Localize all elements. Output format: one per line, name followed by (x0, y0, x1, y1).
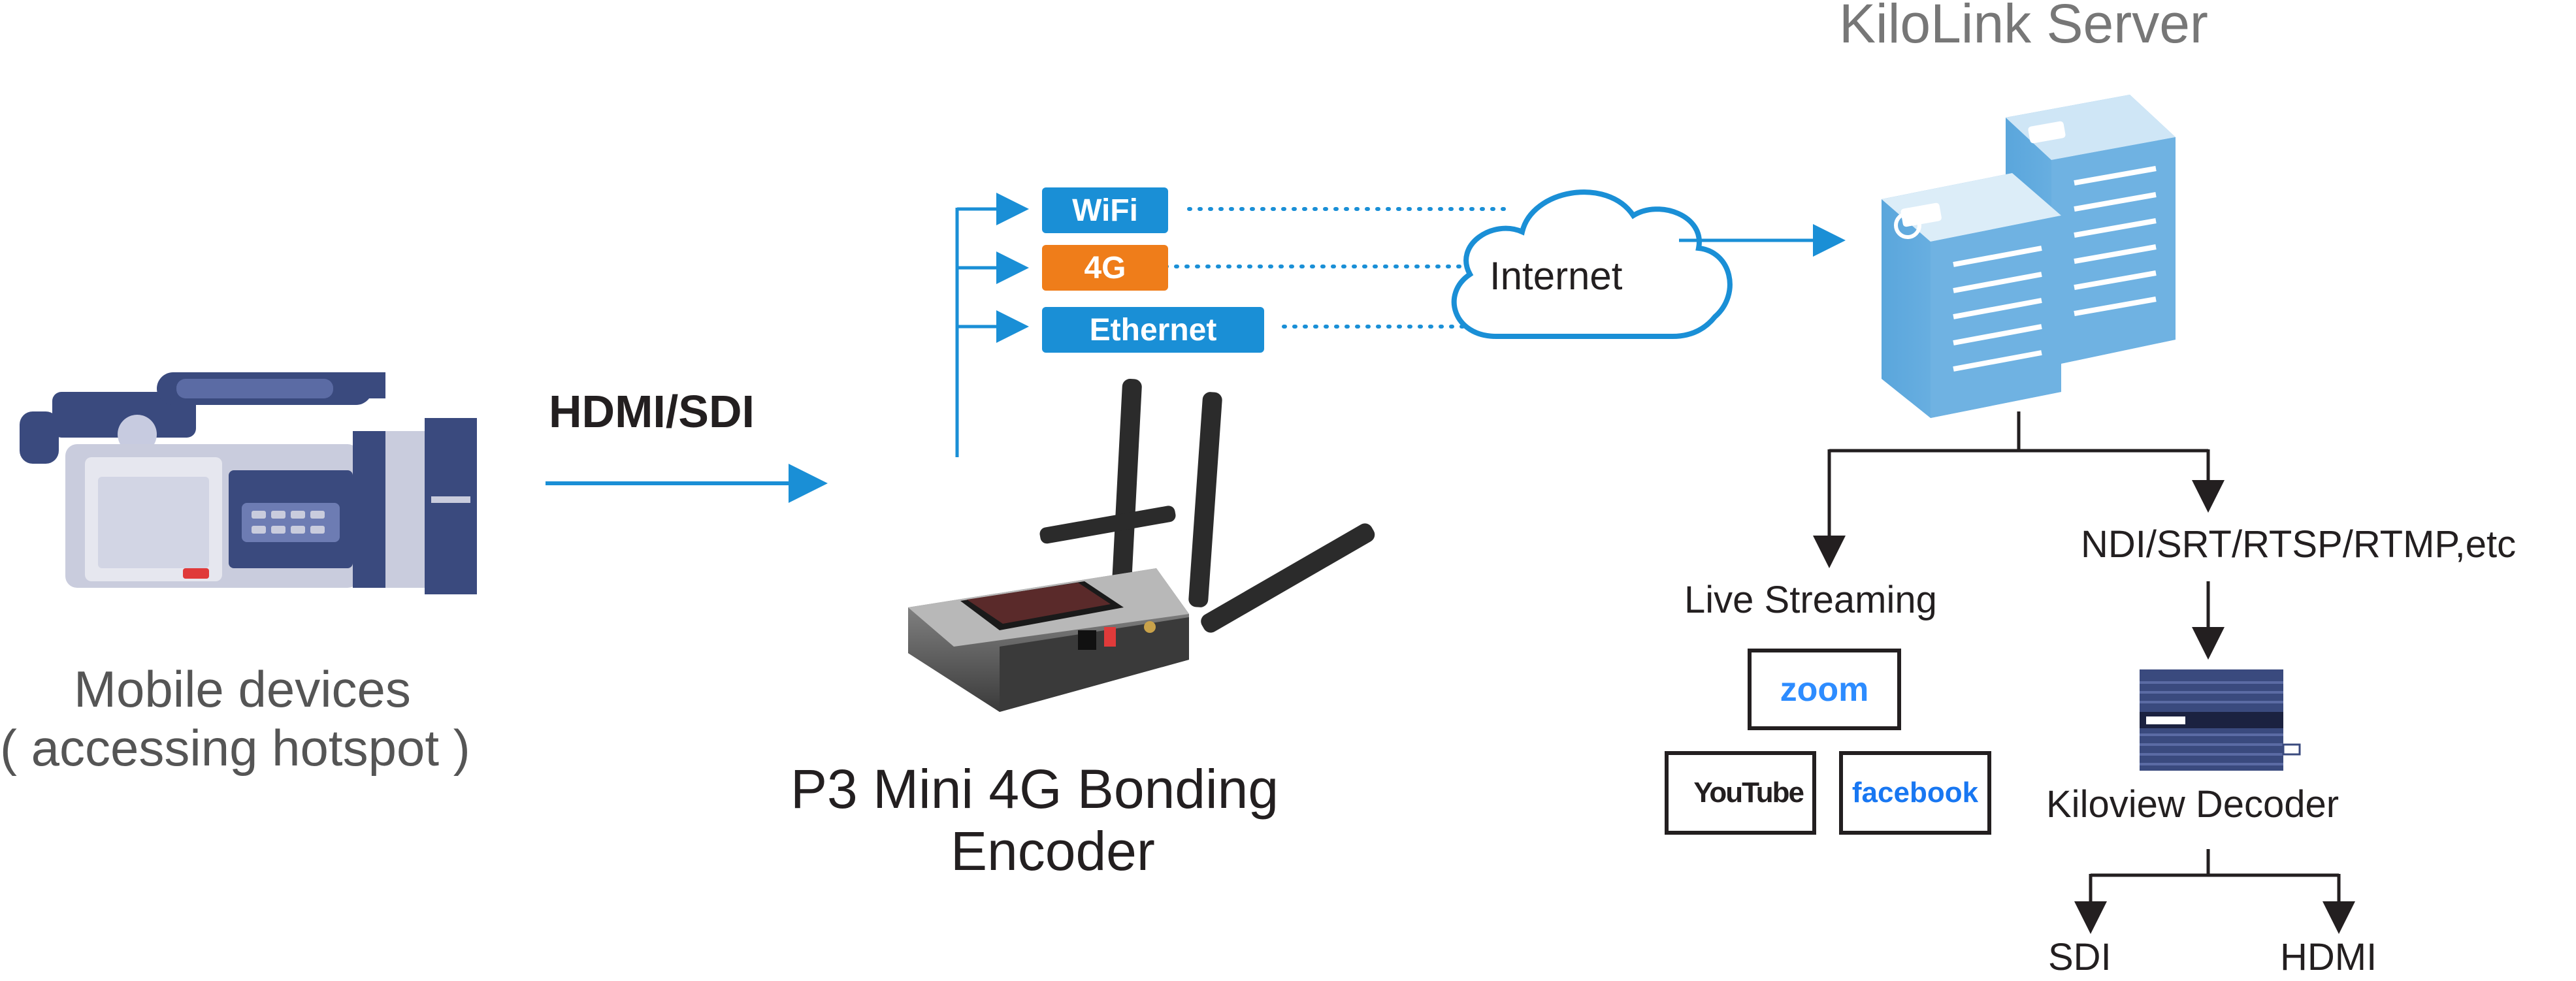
protocols-label: NDI/SRT/RTSP/RTMP,etc (2081, 523, 2517, 566)
hdmi-output-label: HDMI (2280, 936, 2377, 978)
decoder-label: Kiloview Decoder (2046, 783, 2340, 826)
facebook-logo-box: facebook (1839, 751, 1991, 835)
zoom-logo-text: zoom (1780, 670, 1869, 709)
youtube-logo-text: YouTube (1693, 777, 1804, 809)
server-outputs-tree (1813, 411, 2355, 934)
cloud-icon (1451, 189, 1733, 339)
network-badge-4g: 4G (1042, 245, 1168, 291)
encoder-device-icon (908, 379, 1375, 712)
decoder-device-icon (2140, 669, 2301, 771)
source-label-line2: ( accessing hotspot ) (0, 719, 470, 777)
live-streaming-label: Live Streaming (1684, 579, 1937, 621)
encoder-label-line1: P3 Mini 4G Bonding (791, 758, 1279, 820)
zoom-logo-box: zoom (1748, 649, 1901, 730)
encoder-label-line2: Encoder (951, 820, 1155, 882)
hdmi-sdi-label: HDMI/SDI (549, 386, 755, 437)
server-icon (1882, 95, 2176, 418)
youtube-logo-box: YouTube (1665, 751, 1816, 835)
encoder-uplinks (955, 193, 1029, 457)
network-badge-ethernet: Ethernet (1042, 307, 1264, 353)
source-label-line1: Mobile devices (74, 660, 411, 718)
server-title: KiloLink Server (1839, 0, 2208, 54)
internet-label: Internet (1490, 254, 1623, 298)
camcorder-icon (20, 372, 477, 594)
facebook-logo-text: facebook (1851, 777, 1979, 809)
sdi-output-label: SDI (2048, 936, 2111, 978)
dotted-links (1122, 207, 1511, 329)
network-badge-wifi: WiFi (1042, 187, 1168, 233)
